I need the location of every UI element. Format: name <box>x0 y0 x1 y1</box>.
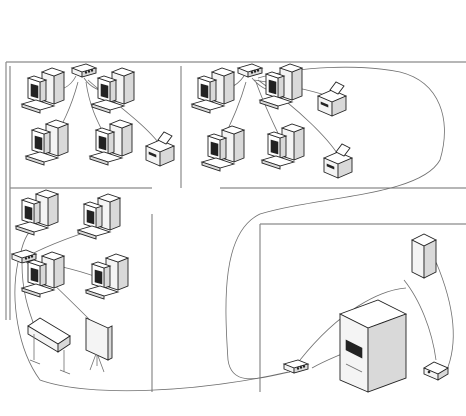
workstation-icon <box>201 125 245 172</box>
workstation-icon <box>77 193 121 240</box>
plotter-icon <box>27 317 71 375</box>
workstation-icon <box>191 67 235 114</box>
workstation-icon <box>85 253 129 300</box>
room-bottom-left <box>11 189 129 375</box>
workstation-icon <box>89 119 133 166</box>
workstation-icon <box>21 67 65 114</box>
whiteboard-icon <box>85 317 113 373</box>
room-top-left <box>21 63 175 167</box>
printer-icon <box>317 81 347 117</box>
printer-icon <box>145 131 175 167</box>
printer-icon <box>323 143 353 179</box>
server-icon <box>338 299 408 393</box>
workstation-icon <box>91 67 135 114</box>
hub-icon <box>283 359 309 374</box>
workstation-icon <box>15 189 59 236</box>
hub-icon <box>71 63 97 78</box>
workstation-icon <box>259 63 303 110</box>
room-walls <box>5 61 466 392</box>
server-room <box>283 233 449 393</box>
modem-icon <box>423 361 449 381</box>
workstation-icon <box>25 119 69 166</box>
hub-icon <box>237 63 263 78</box>
external-drive-icon <box>410 233 438 279</box>
workstation-icon <box>261 123 305 170</box>
